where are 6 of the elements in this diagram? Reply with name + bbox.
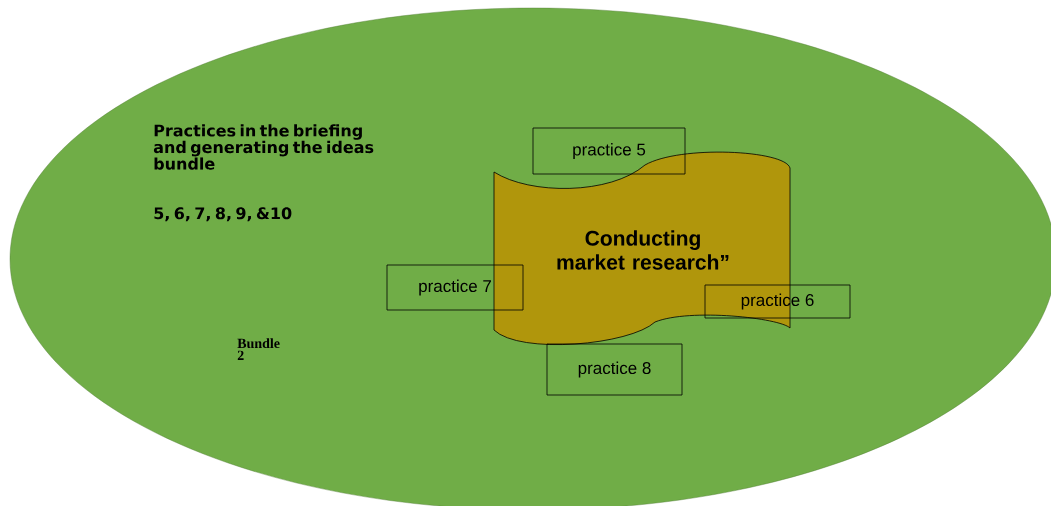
practice-box: practice 5 (532, 127, 686, 175)
practice-box: practice 8 (546, 343, 683, 396)
practice-box: practice 7 (386, 264, 524, 311)
region-label: Practices in the briefing and generating the ideas bundle (153, 124, 374, 170)
bundle-label: Bundle 2 (237, 338, 280, 360)
region-label: 5, 6, 7, 8, 9, &10 (154, 207, 292, 222)
